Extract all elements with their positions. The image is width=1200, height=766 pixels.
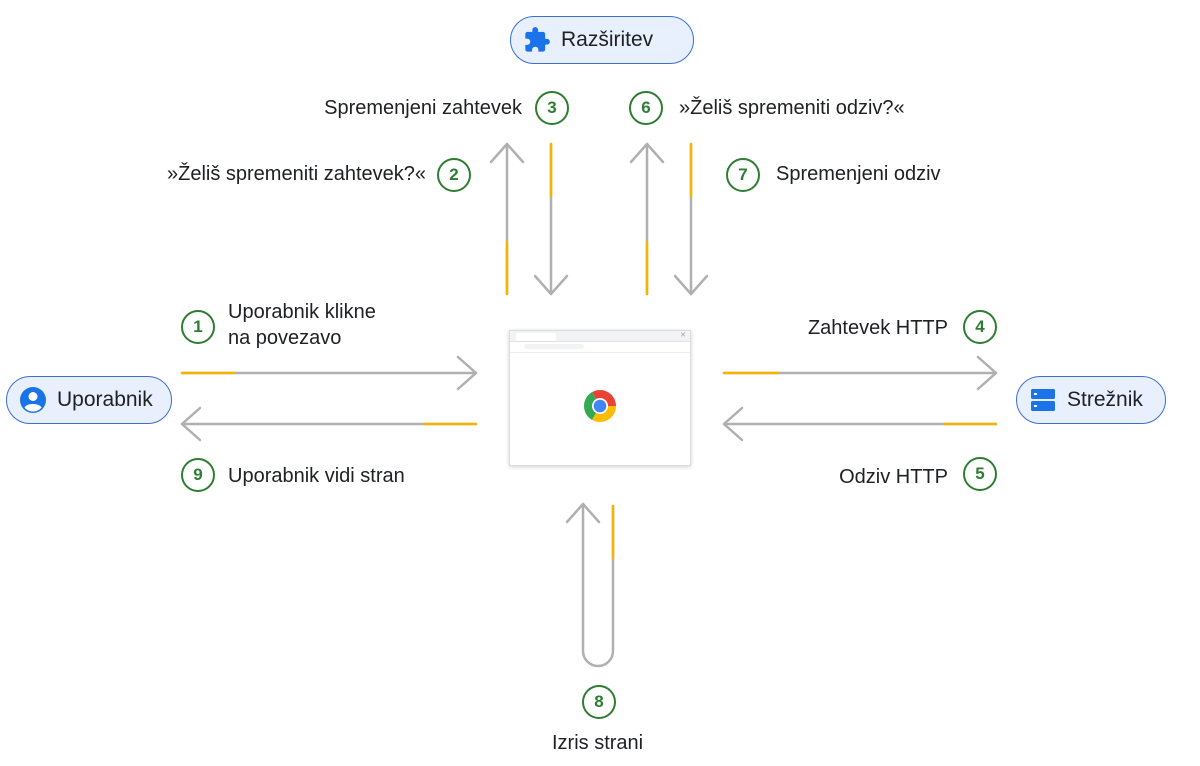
arrowhead-browser-to-server [976, 355, 998, 391]
arrowhead-modified-request [533, 274, 569, 296]
step-6-label: »Želiš spremeniti odziv?« [679, 97, 905, 119]
arrowhead-user-to-browser [456, 355, 478, 391]
user-account-icon [19, 386, 47, 414]
puzzle-piece-icon [523, 26, 551, 54]
arrowhead-response-to-extension [629, 142, 665, 164]
browser-tab-bar: ✕ [510, 331, 690, 342]
step-5-badge: 5 [963, 457, 997, 491]
url-field [524, 344, 584, 349]
step-9-label: Uporabnik vidi stran [228, 465, 405, 487]
browser-window: ✕ [509, 330, 691, 466]
step-1-label: Uporabnik klikne na povezavo [228, 299, 376, 351]
step-4-badge: 4 [963, 310, 997, 344]
user-node: Uporabnik [6, 376, 172, 424]
step-9-badge: 9 [181, 458, 215, 492]
step-8-badge: 8 [582, 685, 616, 719]
browser-address-bar [510, 342, 690, 353]
arrowhead-request-to-extension [489, 142, 525, 164]
arrow-render-loop [581, 502, 615, 668]
step-1-label-line-2: na povezavo [228, 327, 342, 349]
window-close-icon: ✕ [680, 332, 686, 339]
step-7-badge: 7 [726, 158, 760, 192]
step-7-label: Spremenjeni odziv [776, 163, 941, 185]
step-1-badge: 1 [181, 310, 215, 344]
arrowhead-render-loop [565, 502, 601, 524]
arrowhead-browser-to-user [180, 406, 202, 442]
arrowhead-modified-response [673, 274, 709, 296]
step-8-label: Izris strani [552, 732, 644, 754]
server-node: Strežnik [1016, 376, 1166, 424]
step-4-label: Zahtevek HTTP [807, 317, 948, 339]
chrome-logo-icon [584, 390, 617, 422]
server-icon [1029, 386, 1057, 414]
step-2-label: »Želiš spremeniti zahtevek?« [166, 163, 426, 185]
user-label: Uporabnik [57, 388, 153, 411]
step-3-badge: 3 [535, 91, 569, 125]
browser-tab [516, 333, 556, 341]
step-5-label: Odziv HTTP [839, 466, 948, 488]
step-6-badge: 6 [629, 91, 663, 125]
step-1-label-line-1: Uporabnik klikne [228, 301, 376, 323]
extension-node: Razširitev [510, 16, 694, 64]
extension-label: Razširitev [561, 28, 654, 51]
arrowhead-server-to-browser [722, 406, 744, 442]
server-label: Strežnik [1067, 388, 1143, 411]
step-3-label: Spremenjeni zahtevek [324, 97, 522, 119]
step-2-badge: 2 [437, 158, 471, 192]
